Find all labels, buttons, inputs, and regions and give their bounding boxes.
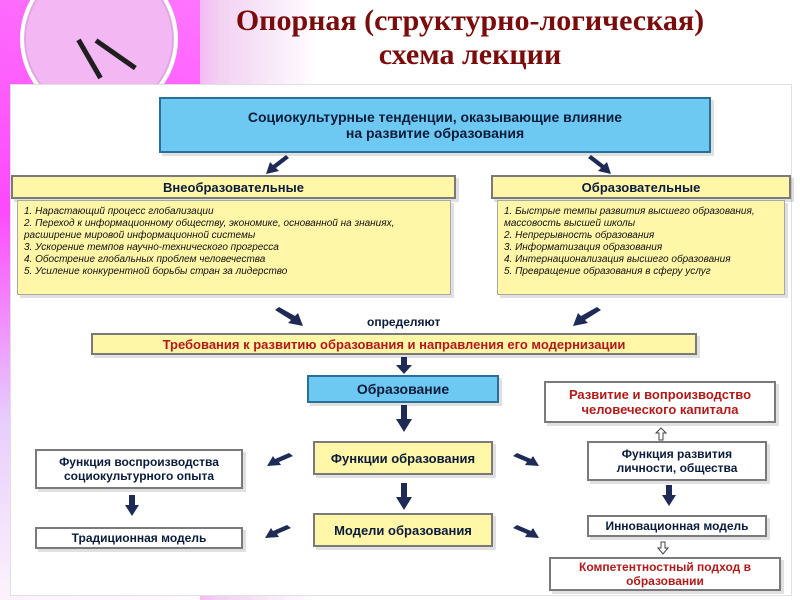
box-educational-list: 1. Быстрые темпы развития высшего образо…	[497, 200, 785, 295]
arrow-development-to-human-capital	[655, 427, 667, 441]
educational-item-4: 4. Интернационализация высшего образован…	[504, 254, 731, 265]
box-sociocultural-trends-line2: на развитие образования	[345, 125, 525, 141]
box-competence-approach-line2: образовании	[626, 574, 704, 588]
box-educational-header: Образовательные	[491, 175, 791, 199]
slide-title-line1: Опорная (структурно-логическая)	[235, 4, 705, 37]
educational-item-3: 3. Информатизация образования	[504, 242, 663, 253]
box-models: Модели образования	[313, 513, 493, 547]
arrow-reproduction-to-traditional	[125, 495, 139, 516]
arrow-left-to-requirements	[275, 307, 303, 326]
arrow-functions-to-right	[513, 453, 539, 466]
educational-items: 1. Быстрые темпы развития высшего образо…	[504, 206, 778, 278]
arrow-models-to-right	[513, 525, 539, 538]
box-non-educational-list: 1. Нарастающий процесс глобализации 2. П…	[17, 200, 451, 295]
box-requirements: Требования к развитию образования и напр…	[91, 333, 697, 355]
box-function-reproduction-line1: Функция воспроизводства	[59, 455, 219, 469]
arrow-top-to-right	[588, 155, 611, 174]
box-innovative-model: Инновационная модель	[587, 515, 767, 537]
non-educational-item-5: 5. Усиление конкурентной борьбы стран за…	[24, 266, 288, 277]
non-educational-item-2: 2. Переход к информационному обществу, э…	[24, 218, 395, 241]
educational-item-1: 1. Быстрые темпы развития высшего образо…	[504, 206, 755, 229]
box-functions: Функции образования	[313, 441, 493, 475]
arrow-models-to-left	[265, 525, 291, 538]
box-sociocultural-trends-line1: Социокультурные тенденции, оказывающие в…	[247, 109, 623, 125]
box-function-reproduction-line2: социокультурного опыта	[63, 469, 215, 483]
arrow-development-to-innovative	[662, 485, 676, 506]
slide-title: Опорная (структурно-логическая) схема ле…	[170, 4, 770, 72]
box-traditional-model: Традиционная модель	[35, 527, 243, 549]
box-function-development-line2: личности, общества	[616, 461, 738, 475]
box-non-educational-header: Внеобразовательные	[11, 175, 456, 199]
arrow-innovative-to-competence	[657, 541, 669, 555]
box-education: Образование	[307, 375, 499, 403]
box-sociocultural-trends: Социокультурные тенденции, оказывающие в…	[159, 97, 711, 153]
non-educational-item-3: 3. Ускорение темпов научно-технического …	[24, 242, 279, 253]
box-human-capital: Развитие и вопроизводство человеческого …	[544, 381, 776, 423]
arrow-right-to-requirements	[573, 307, 601, 326]
slide-title-line2: схема лекции	[378, 38, 562, 71]
box-function-reproduction: Функция воспроизводства социокультурного…	[35, 449, 243, 489]
box-competence-approach-line1: Компетентностный подход в	[579, 560, 751, 574]
box-function-development: Функция развития личности, общества	[587, 441, 767, 481]
box-human-capital-line2: человеческого капитала	[581, 402, 739, 417]
non-educational-items: 1. Нарастающий процесс глобализации 2. П…	[24, 206, 444, 278]
arrow-functions-to-left	[267, 453, 293, 466]
educational-item-2: 2. Непрерывность образования	[504, 230, 655, 241]
box-human-capital-line1: Развитие и вопроизводство	[568, 387, 752, 402]
arrow-education-to-functions	[396, 405, 412, 432]
box-competence-approach: Компетентностный подход в образовании	[549, 557, 781, 591]
non-educational-item-4: 4. Обострение глобальных проблем человеч…	[24, 254, 266, 265]
educational-item-5: 5. Превращение образования в сферу услуг	[504, 266, 711, 277]
arrow-requirements-to-education	[396, 357, 412, 374]
box-function-development-line1: Функция развития	[621, 447, 733, 461]
arrow-functions-to-models	[396, 483, 412, 510]
arrow-top-to-left	[266, 155, 289, 174]
diagram-panel: Социокультурные тенденции, оказывающие в…	[10, 84, 792, 596]
non-educational-item-1: 1. Нарастающий процесс глобализации	[24, 206, 214, 217]
label-defines: определяют	[367, 315, 441, 329]
